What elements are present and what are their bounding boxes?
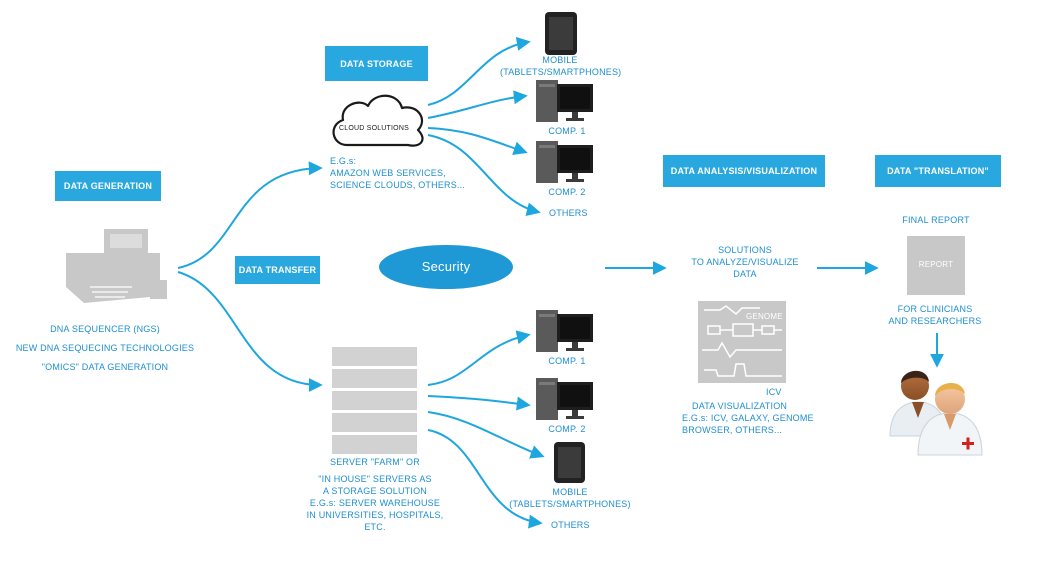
server-comp2-label: COMP. 2 [548,424,586,434]
server-farm-line: "IN HOUSE" SERVERS AS [318,474,432,484]
mobile-line: MOBILE [542,55,578,65]
sequencer-line: NEW DNA SEQUECING TECHNOLOGIES [15,343,195,353]
mobile-line: MOBILE [552,487,588,497]
server-comp1-label: COMP. 1 [548,356,586,366]
server-farm-caption: SERVER "FARM" OR "IN HOUSE" SERVERS AS A… [300,456,450,533]
server-farm-line: A STORAGE SOLUTION [323,486,427,496]
sequencer-caption: DNA SEQUENCER (NGS) NEW DNA SEQUECING TE… [0,320,210,377]
server-farm-example-line: IN UNIVERSITIES, HOSPITALS, [306,510,444,520]
stage-data-analysis: DATA ANALYSIS/VISUALIZATION [663,155,825,187]
arrow-servers-to-others [427,429,543,529]
cloud-example-line: AMAZON WEB SERVICES, [330,168,446,178]
arrow-cloud-to-mobile [427,36,531,106]
solutions-line: TO ANALYZE/VISUALIZE [691,257,799,267]
tablet-icon-cloud [545,12,577,55]
computer-icon-cloud-1 [536,80,593,122]
analysis-solutions: SOLUTIONS TO ANALYZE/VISUALIZE DATA [670,244,820,280]
computer-icon-server-2 [536,378,593,420]
cloud-comp1-label: COMP. 1 [548,126,586,136]
solutions-line: DATA [733,269,757,279]
server-farm-example-line: E.G.s: SERVER WAREHOUSE [309,498,441,508]
arrow-cloud-to-comp2 [427,127,528,155]
flow-arrows [177,36,944,529]
sequencer-line: DNA SEQUENCER (NGS) [50,324,160,334]
clinicians-icon [889,370,983,456]
cloud-mobile-label: MOBILE (TABLETS/SMARTPHONES) [500,54,622,78]
stage-data-translation: DATA "TRANSLATION" [875,155,1001,187]
icv-label: ICV [766,387,782,397]
report-label: REPORT [918,260,954,269]
server-farm-line: SERVER "FARM" OR [330,457,420,467]
server-farm-example-line: ETC. [364,522,386,532]
final-report-label: FINAL REPORT [902,215,970,225]
security-label: Security [421,259,471,274]
arrow-sequencer-to-servers [177,271,323,392]
stage-data-storage: DATA STORAGE [325,46,428,81]
dna-sequencer-icon [66,229,167,303]
audience-line: FOR CLINICIANS [897,304,973,314]
arrow-servers-to-comp1 [427,330,531,386]
cloud-others-label: OTHERS [549,208,588,218]
computer-icon-cloud-2 [536,141,593,183]
audience-line: AND RESEARCHERS [888,316,982,326]
arrow-cloud-to-others [427,134,541,217]
cloud-example-line: E.G.s: [330,156,357,166]
server-mobile-label: MOBILE (TABLETS/SMARTPHONES) [508,486,632,510]
sequencer-line: "OMICS" DATA GENERATION [41,362,169,372]
mobile-line: (TABLETS/SMARTPHONES) [500,67,622,77]
genome-viewer-icon [698,301,786,383]
security-badge [379,245,513,289]
tablet-icon-server [554,442,585,483]
solutions-line: SOLUTIONS [718,245,772,255]
stage-data-transfer: DATA TRANSFER [235,256,320,284]
arrow-servers-to-comp2 [427,395,531,411]
genome-label: GENOME [746,312,783,321]
cloud-label: CLOUD SOLUTIONS [339,125,409,132]
report-icon [907,236,965,295]
arrow-sequencer-to-cloud [177,161,323,269]
visualization-line: DATA VISUALIZATION [692,401,788,411]
mobile-line: (TABLETS/SMARTPHONES) [509,499,631,509]
visualization-line: E.G.s: ICV, GALAXY, GENOME [682,413,814,423]
server-rack-icon [332,347,417,454]
cloud-icon [332,94,424,147]
cloud-examples: E.G.s: AMAZON WEB SERVICES, SCIENCE CLOU… [330,155,465,191]
visualization-line: BROWSER, OTHERS... [682,425,783,435]
stage-data-generation: DATA GENERATION [55,171,161,201]
audience-caption: FOR CLINICIANS AND RESEARCHERS [870,303,1000,327]
data-visualization-caption: DATA VISUALIZATION E.G.s: ICV, GALAXY, G… [682,400,814,436]
server-others-label: OTHERS [551,520,590,530]
arrow-cloud-to-comp1 [427,90,528,119]
cloud-example-line: SCIENCE CLOUDS, OTHERS... [330,180,466,190]
cloud-comp2-label: COMP. 2 [548,187,586,197]
arrow-servers-to-mobile [427,411,545,459]
computer-icon-server-1 [536,310,593,352]
